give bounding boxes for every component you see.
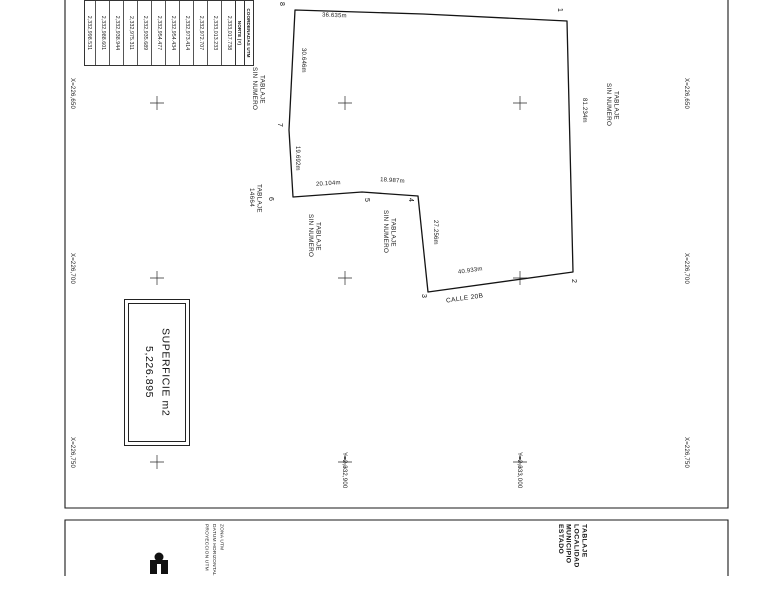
table-row: 2,333,013.233: [207, 1, 221, 65]
vertex-label: 5: [363, 198, 370, 202]
grid-tick: [513, 96, 527, 110]
table-row: 2,332,998.531: [86, 15, 92, 51]
coordinate-table: COORDENADAS UTM NORTE (Y) 2,333,017.738 …: [84, 0, 254, 66]
grid-label-x: X=226,700: [683, 253, 689, 284]
table-column-header: NORTE (Y): [235, 1, 244, 65]
title-strip-border: [64, 519, 729, 576]
vertex-label: 4: [407, 198, 414, 202]
grid-label-x: X=226,750: [69, 437, 75, 468]
area-label-line: SIN NUMERO: [306, 214, 314, 258]
table-row: 2,333,017.738: [221, 1, 235, 65]
grid-tick: [338, 271, 352, 285]
grid-tick: [338, 455, 352, 469]
area-label-line: TABLAJE: [255, 183, 263, 213]
area-label-line: SIN NUMERO: [250, 67, 258, 111]
table-row: 2,332,954.434: [165, 1, 179, 65]
projection-line: PROYECCION UTM: [203, 524, 209, 571]
table-row: 2,332,973.414: [179, 1, 193, 65]
vertex-label: 1: [556, 8, 563, 12]
parcel-boundary: [288, 9, 574, 293]
grid-tick: [513, 271, 527, 285]
agency-seal-icon: [150, 552, 168, 574]
grid-tick: [150, 455, 164, 469]
grid-label-x: X=226,700: [69, 253, 75, 284]
grid-label-y: Y=2,332,900: [341, 452, 347, 489]
title-field: ESTADO: [556, 524, 564, 555]
area-label-line: TABLAJE: [612, 90, 620, 120]
vertex-label: 6: [267, 197, 274, 201]
area-label-tablaje-mid2: TABLAJE SIN NUMERO: [381, 204, 397, 260]
area-label-tablaje-left: TABLAJE SIN NUMERO: [250, 58, 266, 120]
superficie-label: SUPERFICIE m2: [159, 328, 172, 417]
title-fields: ESTADO MUNICIPIO LOCALIDAD TABLAJE: [556, 524, 587, 604]
area-label-tablaje-mid1: TABLAJE SIN NUMERO: [306, 208, 322, 264]
grid-tick: [338, 96, 352, 110]
distance-label: 81.234m: [581, 98, 587, 123]
table-row: 2,332,954.477: [151, 1, 165, 65]
grid-label-x: X=226,650: [683, 78, 689, 109]
vertex-label: 2: [570, 279, 577, 283]
table-row: 2,332,938.944: [109, 1, 123, 65]
title-field: TABLAJE: [580, 524, 588, 558]
table-row: 2,332,975.311: [123, 1, 137, 65]
vertex-label: 8: [278, 2, 285, 6]
grid-tick: [150, 271, 164, 285]
area-label-line: SIN NUMERO: [381, 210, 389, 254]
superficie-box: SUPERFICIE m2 5,226.895: [124, 299, 190, 446]
projection-info: PROYECCION UTM DATUM HORIZONTAL ZONA UTM: [202, 524, 224, 604]
grid-label-x: X=226,750: [683, 437, 689, 468]
area-label-line: TABLAJE: [389, 217, 397, 247]
vertex-label: 3: [420, 294, 427, 298]
area-label-line: 14664: [247, 188, 255, 208]
area-label-line: SIN NUMERO: [604, 83, 612, 127]
distance-label: 27.256m: [432, 220, 438, 245]
distance-label: 30.646m: [300, 48, 306, 73]
table-row: 2,332,988.601: [95, 1, 109, 65]
sheet-border: [64, 0, 729, 509]
vertex-label: 7: [276, 123, 283, 127]
distance-label: 36.635m: [321, 12, 347, 20]
distance-label: 19.692m: [294, 146, 300, 171]
projection-line: DATUM HORIZONTAL: [210, 524, 216, 576]
grid-tick: [513, 455, 527, 469]
superficie-value: 5,226.895: [143, 346, 155, 399]
area-label-tablaje-right: TABLAJE SIN NUMERO: [604, 72, 620, 138]
area-label-line: TABLAJE: [314, 221, 322, 251]
table-title: COORDENADAS UTM: [244, 1, 253, 65]
grid-ticks: [150, 96, 527, 469]
table-row: 2,332,935.689: [137, 1, 151, 65]
survey-plan-sheet: { "coordinate_table": { "title": "COORDE…: [64, 0, 729, 576]
table-row: 2,332,972.707: [193, 1, 207, 65]
plan-linework: [64, 0, 729, 576]
area-label-line: TABLAJE: [258, 74, 266, 104]
projection-line: ZONA UTM: [218, 524, 224, 551]
area-label-tablaje-14664: TABLAJE 14664: [247, 174, 263, 222]
grid-tick: [150, 96, 164, 110]
title-field: LOCALIDAD: [572, 524, 580, 568]
grid-label-x: X=226,650: [69, 78, 75, 109]
title-field: MUNICIPIO: [564, 524, 572, 564]
grid-label-y: Y=2,333,000: [516, 452, 522, 489]
